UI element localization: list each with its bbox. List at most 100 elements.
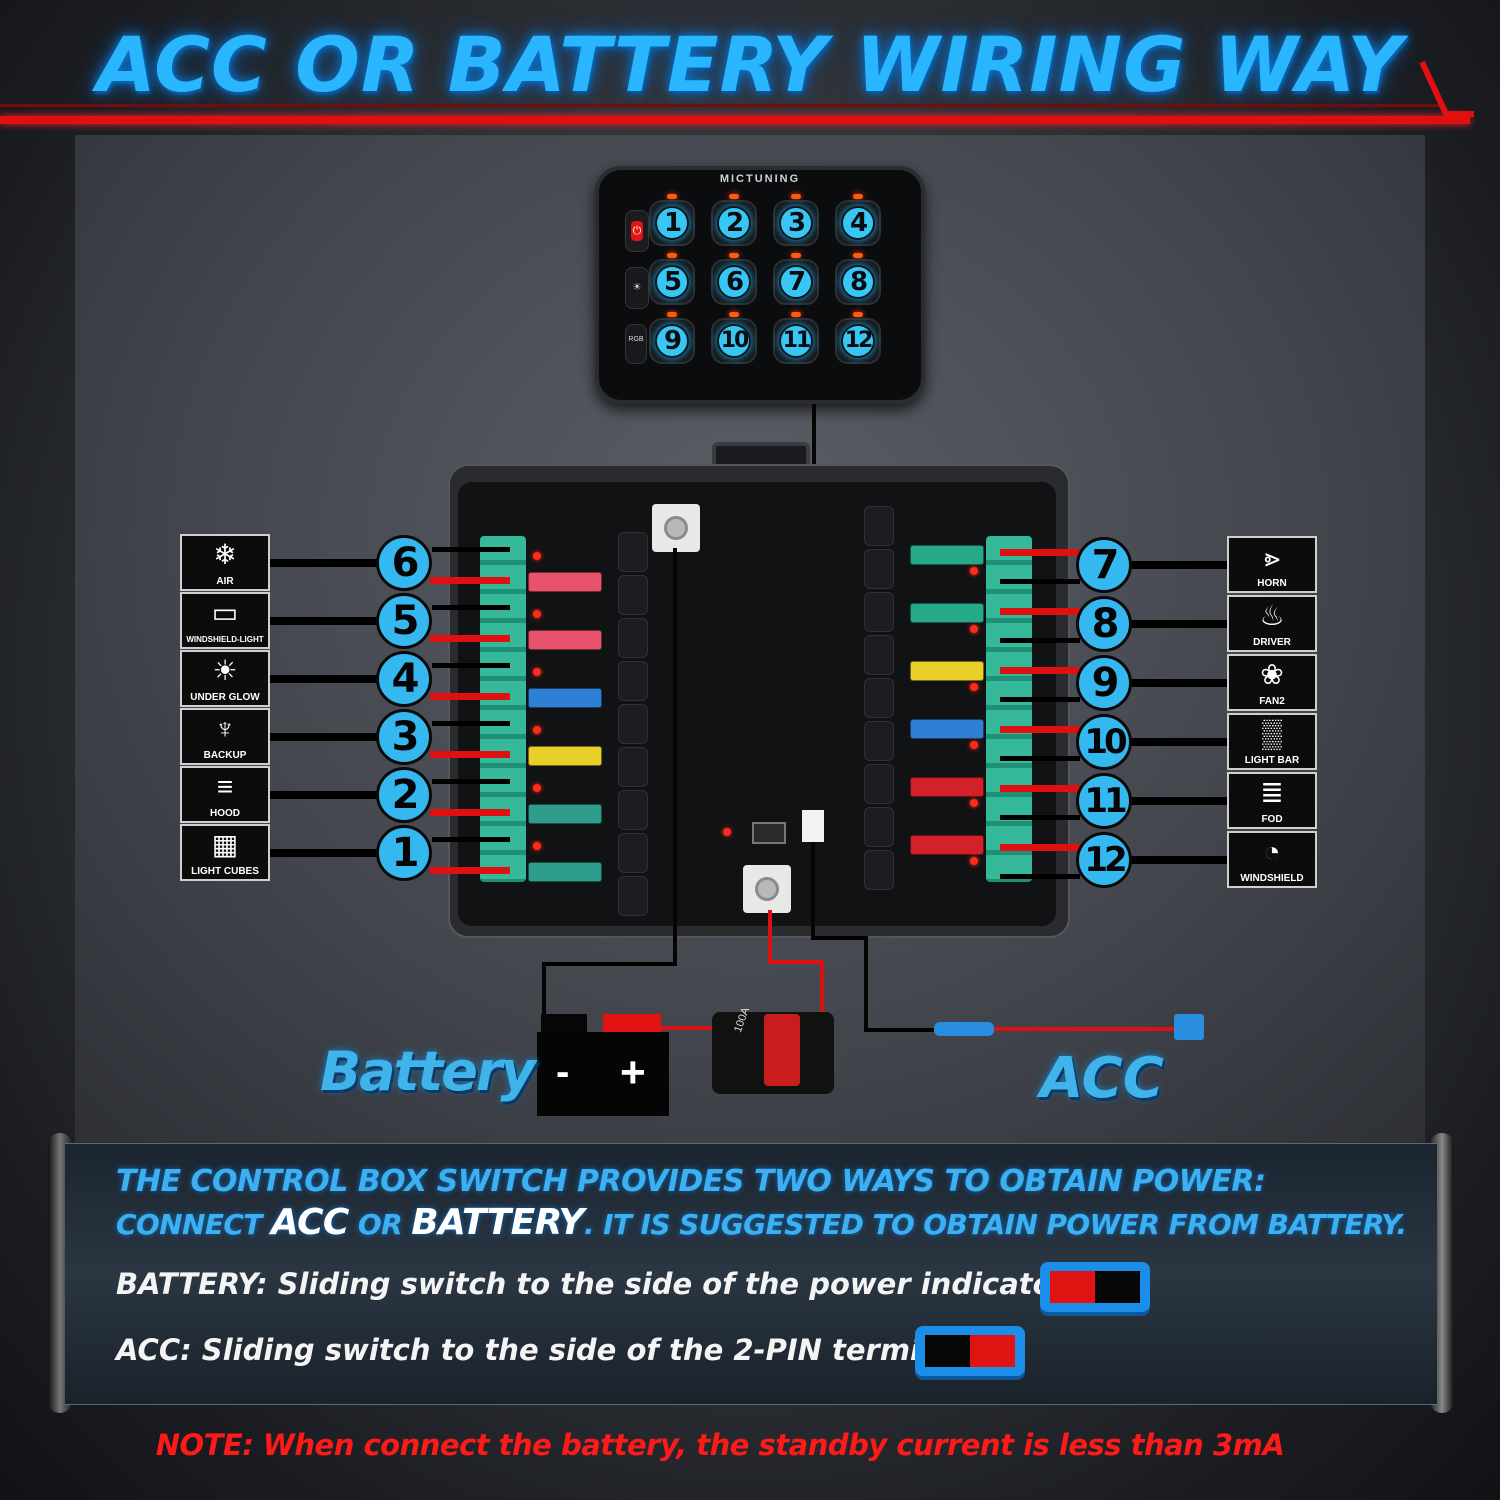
wire-black-inner bbox=[1000, 697, 1080, 702]
function-label-light-cubes: ▦ LIGHT CUBES bbox=[180, 824, 270, 881]
switch-button-5[interactable]: 5 bbox=[649, 259, 695, 305]
right-relay bbox=[864, 506, 894, 546]
button-led-4 bbox=[853, 194, 863, 199]
switch-button-6[interactable]: 6 bbox=[711, 259, 757, 305]
positive-wire bbox=[768, 910, 772, 964]
wire-red bbox=[430, 809, 510, 816]
right-relay bbox=[864, 635, 894, 675]
wire-black-inner bbox=[432, 779, 510, 784]
function-label-text: BACKUP bbox=[203, 750, 247, 761]
wire-black bbox=[1130, 856, 1228, 864]
function-label-text: UNDER GLOW bbox=[190, 692, 260, 703]
button-led-9 bbox=[667, 312, 677, 317]
battery-negative-post bbox=[541, 1014, 587, 1034]
wire-black bbox=[270, 849, 380, 857]
switch-button-4[interactable]: 4 bbox=[835, 200, 881, 246]
windshield-icon: ◔ bbox=[1263, 836, 1281, 867]
acc-wire bbox=[811, 842, 815, 938]
power-button[interactable]: ⏻ bbox=[625, 210, 649, 252]
fuse-left-5 bbox=[528, 804, 602, 824]
channel-number-4: 4 bbox=[376, 651, 432, 707]
wire-black bbox=[270, 559, 380, 567]
fuse-left-4 bbox=[528, 746, 602, 766]
switch-button-number: 12 bbox=[841, 324, 875, 358]
switch-button-number: 4 bbox=[841, 206, 875, 240]
switch-button-number: 9 bbox=[655, 324, 689, 358]
channel-number-10: 10 bbox=[1076, 714, 1132, 770]
power-icon: ⏻ bbox=[631, 221, 643, 241]
battery bbox=[537, 1032, 669, 1116]
function-label-text: FOD bbox=[1261, 814, 1283, 825]
wire-red bbox=[430, 867, 510, 874]
under-glow-icon: ☀ bbox=[212, 655, 238, 686]
switch-button-number: 11 bbox=[779, 324, 813, 358]
acc-mode-text: ACC: Sliding switch to the side of the 2… bbox=[116, 1333, 971, 1367]
left-relay bbox=[618, 876, 648, 916]
function-label-fod: ≣FOD bbox=[1227, 772, 1317, 829]
info-panel bbox=[65, 1143, 1437, 1405]
wire-red bbox=[430, 693, 510, 700]
acc-wire-h2 bbox=[864, 1028, 934, 1032]
button-led-7 bbox=[791, 253, 801, 258]
brightness-icon: ☀ bbox=[632, 282, 642, 293]
switch-button-12[interactable]: 12 bbox=[835, 318, 881, 364]
rgb-button[interactable]: RGB bbox=[625, 324, 647, 364]
wire-black bbox=[1130, 738, 1228, 746]
brand-label: MICTUNING bbox=[719, 173, 801, 185]
wire-black-inner bbox=[1000, 815, 1080, 820]
wire-black bbox=[270, 675, 380, 683]
function-label-backup: ♆BACKUP bbox=[180, 708, 270, 765]
battery-switch-illustration bbox=[1040, 1262, 1150, 1312]
switch-button-9[interactable]: 9 bbox=[649, 318, 695, 364]
slide-switch[interactable] bbox=[752, 822, 786, 844]
wire-black-inner bbox=[1000, 638, 1080, 643]
wire-red bbox=[1000, 785, 1080, 792]
fuse-led-right-6 bbox=[970, 857, 978, 865]
page-title: ACC OR BATTERY WIRING WAY bbox=[96, 20, 1404, 109]
fuse-led-left-2 bbox=[533, 610, 541, 618]
switch-button-11[interactable]: 11 bbox=[773, 318, 819, 364]
switch-button-8[interactable]: 8 bbox=[835, 259, 881, 305]
standby-current-note: NOTE: When connect the battery, the stan… bbox=[155, 1428, 1285, 1462]
wire-black-inner bbox=[432, 605, 510, 610]
channel-number-6: 6 bbox=[376, 535, 432, 591]
switch-button-number: 8 bbox=[841, 265, 875, 299]
switch-button-7[interactable]: 7 bbox=[773, 259, 819, 305]
switch-button-number: 2 bbox=[717, 206, 751, 240]
switch-button-2[interactable]: 2 bbox=[711, 200, 757, 246]
switch-button-3[interactable]: 3 bbox=[773, 200, 819, 246]
brightness-button[interactable]: ☀ bbox=[625, 267, 649, 309]
fuse-led-left-1 bbox=[533, 552, 541, 560]
function-label-under-glow: ☀ UNDER GLOW bbox=[180, 650, 270, 707]
light-cubes-icon: ▦ bbox=[211, 829, 239, 860]
left-relay bbox=[618, 532, 648, 572]
switch-button-number: 1 bbox=[655, 206, 689, 240]
switch-button-1[interactable]: 1 bbox=[649, 200, 695, 246]
switch-button-number: 7 bbox=[779, 265, 813, 299]
function-label-text: AIR bbox=[216, 576, 234, 587]
fuse-led-right-2 bbox=[970, 625, 978, 633]
left-relay bbox=[618, 833, 648, 873]
battery-to-breaker-wire bbox=[660, 1026, 716, 1030]
left-relay bbox=[618, 661, 648, 701]
positive-stud bbox=[743, 865, 791, 913]
air-icon: ❄ bbox=[213, 539, 237, 570]
fuse-led-left-4 bbox=[533, 726, 541, 734]
acc-wire-down bbox=[864, 936, 868, 1030]
switch-button-10[interactable]: 10 bbox=[711, 318, 757, 364]
function-label-text: LIGHT CUBES bbox=[191, 866, 259, 877]
right-relay bbox=[864, 850, 894, 890]
wire-black bbox=[270, 733, 380, 741]
function-label-text: FAN2 bbox=[1259, 696, 1285, 707]
breaker-reset-lever[interactable] bbox=[764, 1014, 800, 1086]
button-led-1 bbox=[667, 194, 677, 199]
fuse-led-right-1 bbox=[970, 567, 978, 575]
function-label-text: HORN bbox=[1257, 578, 1287, 589]
wire-red bbox=[1000, 608, 1080, 615]
right-relay bbox=[864, 807, 894, 847]
wire-black bbox=[1130, 679, 1228, 687]
channel-number-12: 12 bbox=[1076, 832, 1132, 888]
wire-black-inner bbox=[432, 547, 510, 552]
left-relay bbox=[618, 790, 648, 830]
